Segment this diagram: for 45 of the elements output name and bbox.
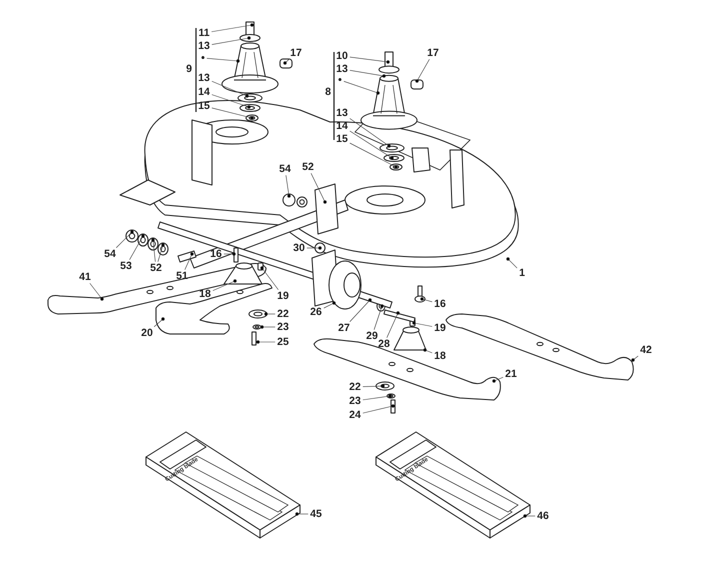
callout-number: 53	[119, 260, 133, 272]
callout-number: 22	[348, 382, 362, 392]
callout-number: 10	[335, 50, 349, 62]
callout-number: 27	[337, 322, 351, 334]
callout-number: 41	[78, 272, 92, 282]
callout-number: 13	[197, 40, 211, 52]
callout-number: 23	[348, 396, 362, 406]
callout-number: 20	[140, 328, 154, 338]
callout-number: 15	[335, 134, 349, 144]
callout-number: 14	[335, 120, 349, 132]
callout-number: 14	[197, 86, 211, 98]
callout-number: 54	[103, 248, 117, 260]
callout-number: 24	[348, 410, 362, 420]
callout-number: 28	[377, 338, 391, 350]
callout-number: 1	[518, 268, 526, 278]
callout-number: 52	[149, 262, 163, 274]
callout-number: 21	[504, 368, 518, 380]
callout-number: 19	[433, 322, 447, 334]
callout-number: 15	[197, 100, 211, 112]
callout-number: 19	[276, 290, 290, 302]
callout-number: 23	[276, 322, 290, 332]
callout-number: 18	[433, 350, 447, 362]
callout-number: 26	[309, 306, 323, 318]
callout-number: 17	[289, 48, 303, 58]
callout-number: 13	[197, 72, 211, 84]
callout-number: 54	[278, 164, 292, 174]
callout-number: 46	[536, 510, 550, 522]
callout-number: 13	[335, 108, 349, 118]
callout-number: 52	[301, 162, 315, 172]
callout-number: 29	[365, 330, 379, 342]
callout-number: 45	[309, 508, 323, 520]
callout-number: 30	[292, 242, 306, 254]
callout-number: 17	[426, 48, 440, 58]
callout-number: 18	[198, 288, 212, 300]
callout-number: 11	[197, 28, 211, 38]
callout-number: 42	[639, 344, 653, 356]
callout-number: •	[337, 74, 343, 86]
callout-number: 25	[276, 336, 290, 348]
group-number: 8	[325, 86, 331, 98]
callout-number: 16	[209, 248, 223, 260]
callout-number: 22	[276, 308, 290, 320]
callout-number: 13	[335, 64, 349, 74]
callout-number: •	[200, 52, 206, 64]
callout-number: 16	[433, 298, 447, 310]
group-number: 9	[186, 64, 192, 74]
